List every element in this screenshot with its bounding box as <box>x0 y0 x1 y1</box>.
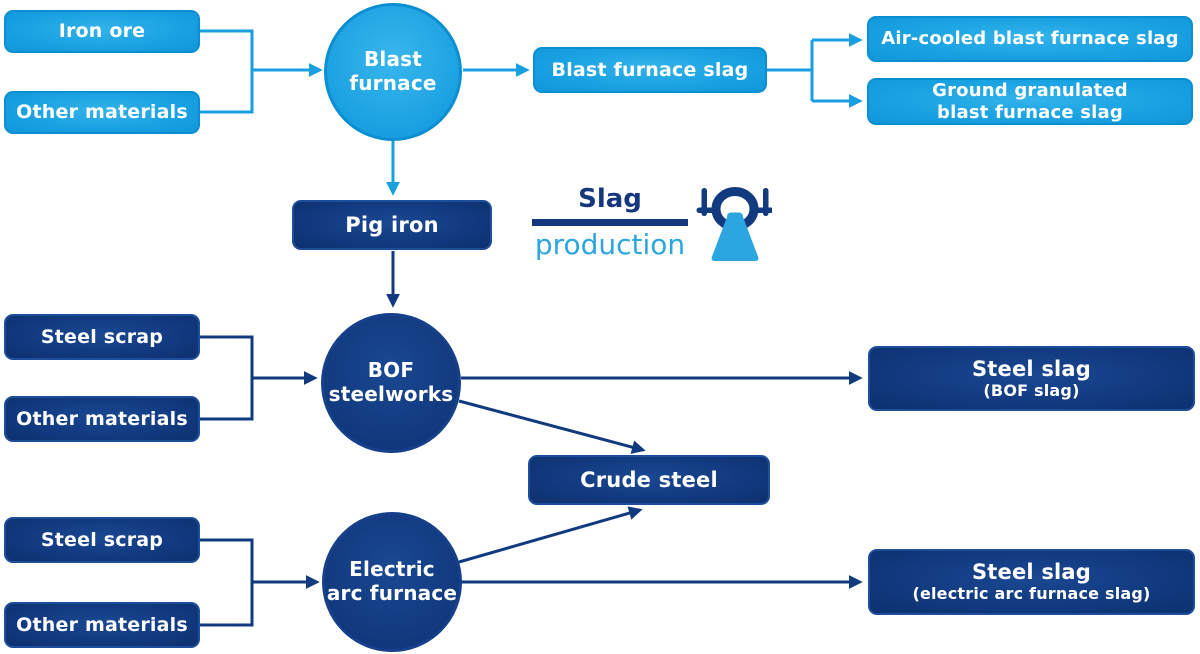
box-steel-scrap-bottom: Steel scrap <box>4 517 200 563</box>
box-other-materials-mid: Other materials <box>4 396 200 442</box>
box-air-cooled-slag: Air-cooled blast furnace slag <box>867 16 1193 62</box>
arrow-eaf-to-crude-steel <box>458 506 643 564</box>
circle-bof-steelworks: BOF steelworks <box>321 313 461 453</box>
box-crude-steel: Crude steel <box>528 455 770 505</box>
box-other-materials-top: Other materials <box>4 91 200 134</box>
circle-blast-furnace: Blast furnace <box>324 3 462 141</box>
circle-electric-arc-furnace: Electric arc furnace <box>322 512 462 652</box>
box-steel-scrap-mid: Steel scrap <box>4 314 200 360</box>
box-steel-slag-eaf: Steel slag (electric arc furnace slag) <box>868 549 1195 615</box>
box-other-materials-bottom: Other materials <box>4 602 200 648</box>
bracket-ironore-othermaterials <box>200 29 254 114</box>
logo-divider <box>532 219 688 226</box>
box-ground-granulated-slag: Ground granulated blast furnace slag <box>867 78 1193 125</box>
box-pig-iron: Pig iron <box>292 200 492 250</box>
arrow-bof-to-crude-steel <box>458 399 646 454</box>
box-iron-ore: Iron ore <box>4 10 200 53</box>
logo-title: Slag <box>578 184 642 214</box>
box-blast-furnace-slag: Blast furnace slag <box>533 47 767 93</box>
bracket-scrap-mid <box>200 335 254 421</box>
logo-subtitle: production <box>534 228 686 261</box>
slag-ladle-icon <box>696 187 772 261</box>
bracket-scrap-bottom <box>200 538 254 627</box>
box-steel-slag-bof: Steel slag (BOF slag) <box>868 346 1195 411</box>
